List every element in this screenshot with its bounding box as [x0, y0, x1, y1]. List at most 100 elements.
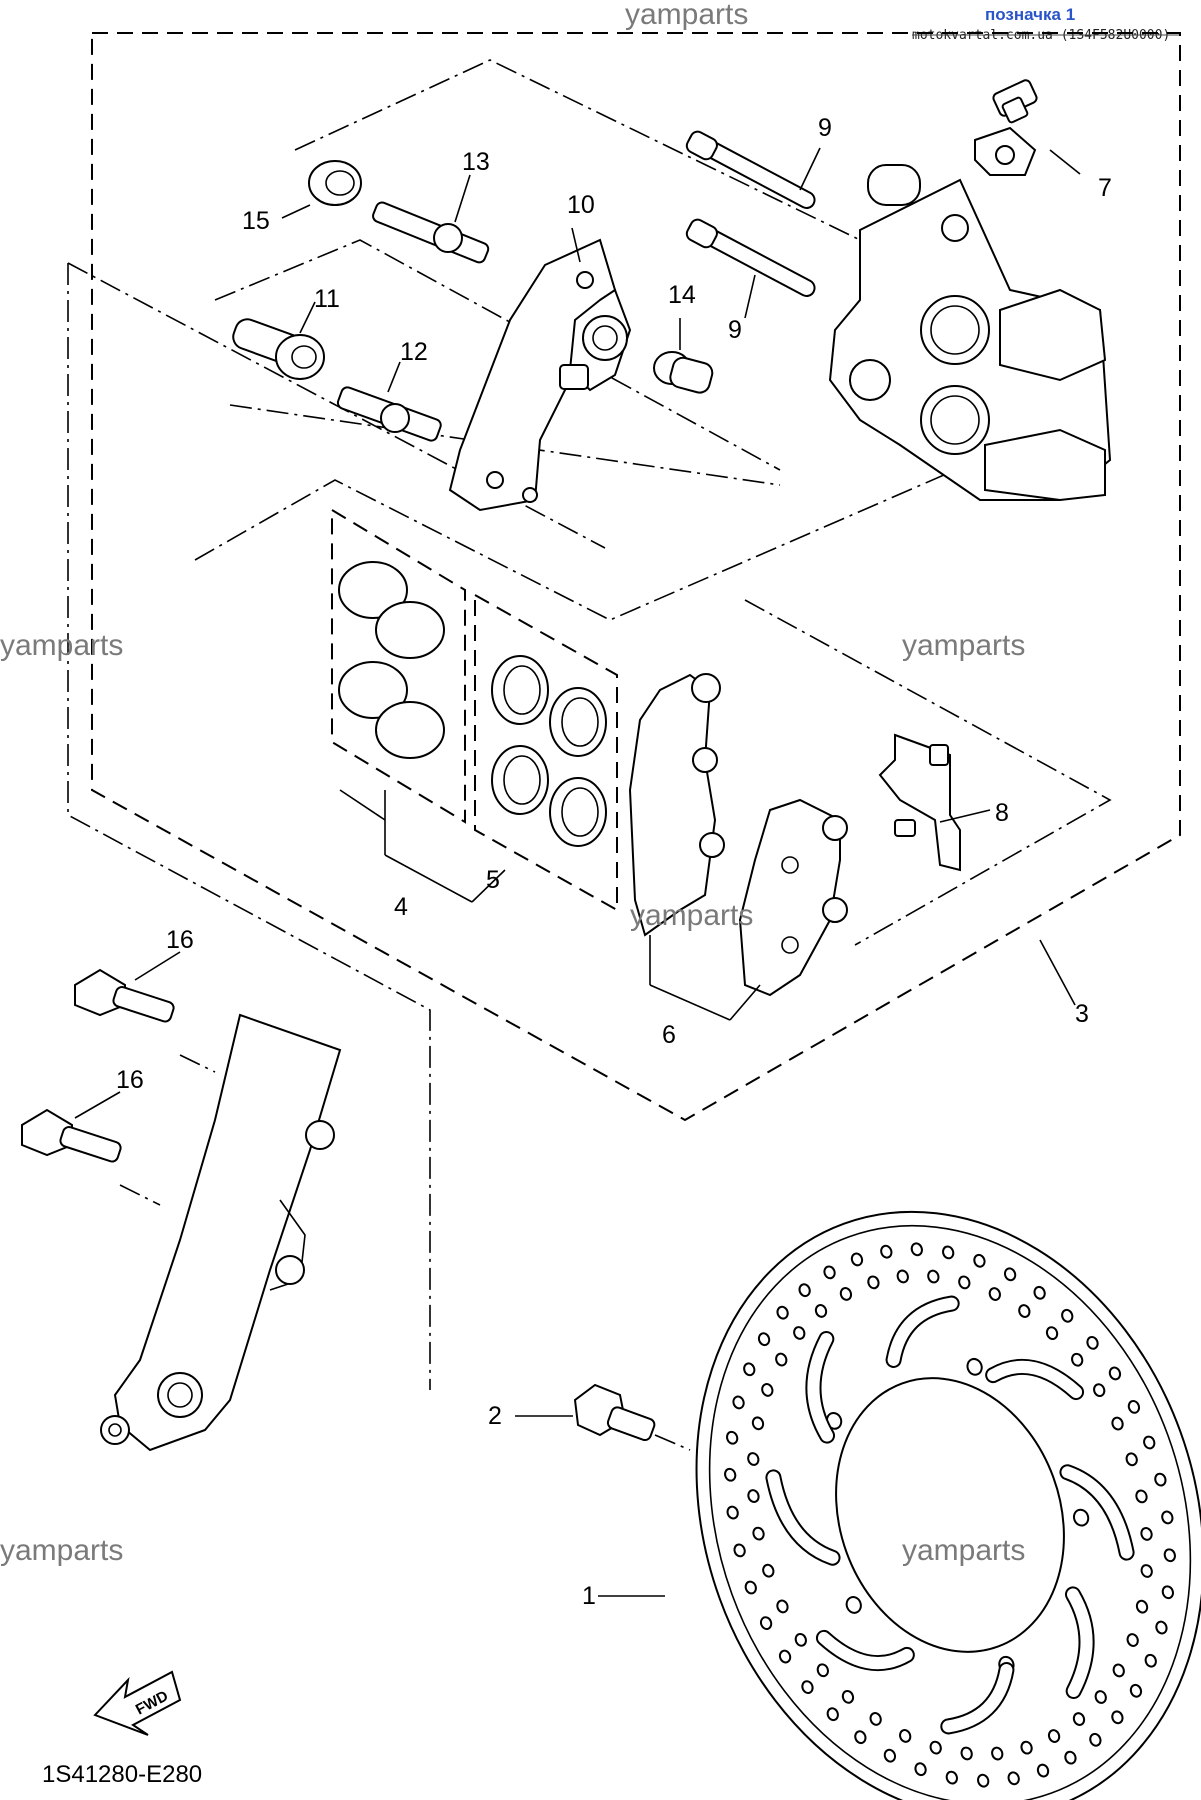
disc-slot [1061, 1466, 1133, 1559]
disc-hole [1036, 1763, 1050, 1778]
callout-9-lower: 9 [728, 316, 742, 344]
caliper-assembly-outline [91, 32, 1181, 1122]
disc-hole [752, 1526, 765, 1541]
callout-8: 8 [995, 799, 1009, 827]
watermark-left-lower: yamparts [0, 1534, 123, 1567]
disc-hole [778, 1649, 792, 1664]
disc-hole [1125, 1452, 1138, 1467]
disc-hole [798, 1283, 811, 1298]
callout-14: 14 [668, 281, 696, 309]
disc-hole [733, 1543, 746, 1558]
disc-hole [751, 1416, 765, 1431]
disc-hole [1111, 1710, 1124, 1725]
disc-hole [1007, 1771, 1020, 1786]
diagram-code: 1S41280-E280 [42, 1761, 202, 1788]
disc-hole [942, 1245, 955, 1260]
bolt-16-lower [21, 1108, 122, 1163]
bolt-guide-mid [214, 239, 781, 471]
disc-hole [794, 1632, 807, 1647]
disc-hole [988, 1287, 1001, 1301]
pad-assembly-guide [67, 263, 431, 1390]
sleeve-14 [653, 351, 714, 394]
caliper-body [828, 164, 1112, 502]
leader-lines [74, 147, 1081, 1597]
boot-11 [232, 318, 325, 380]
disc-hole [747, 1452, 760, 1466]
disc-hole [762, 1563, 775, 1578]
disc-slot [987, 1360, 1083, 1399]
pad-assembly-guide-2 [67, 262, 606, 549]
disc-hole [776, 1305, 789, 1320]
disc-hole [1143, 1435, 1156, 1450]
disc-hole [1064, 1750, 1077, 1765]
disc-hole [945, 1770, 958, 1785]
disc-hole [1144, 1653, 1157, 1668]
callout-12: 12 [400, 338, 428, 366]
boot-15 [308, 160, 362, 206]
bolt-13 [372, 201, 490, 264]
disc-hole [1140, 1564, 1153, 1578]
disc-hole [1071, 1352, 1084, 1367]
disc-hole [1135, 1599, 1149, 1614]
disc-mount-hole [845, 1596, 862, 1614]
caliper-pin-lower [685, 218, 816, 297]
disc-bolt [573, 1383, 656, 1442]
front-fork-leg [100, 1013, 342, 1452]
callout-7: 7 [1098, 174, 1112, 202]
disc-slot [942, 1664, 1013, 1733]
seal-kit-box [474, 593, 618, 912]
disc-hole [1161, 1585, 1174, 1600]
disc-hole [854, 1730, 867, 1745]
disc-hole [1086, 1335, 1099, 1350]
disc-hole [1003, 1267, 1017, 1282]
disc-hole [896, 1269, 909, 1284]
caliper-bracket [448, 238, 632, 512]
disc-hole [759, 1616, 773, 1631]
disc-slot [887, 1297, 958, 1366]
callout-6: 6 [662, 1021, 676, 1049]
watermark-center: yamparts [630, 899, 753, 932]
disc-mount-hole [966, 1357, 983, 1376]
disc-hole [1045, 1326, 1059, 1341]
disc-hole [977, 1773, 990, 1788]
disc-slot [767, 1471, 839, 1564]
disc-hole [1129, 1683, 1143, 1698]
brake-disc [695, 1210, 1201, 1800]
disc-hole [1155, 1620, 1168, 1635]
disc-hole [1108, 1366, 1122, 1381]
watermark-top: yamparts [625, 0, 748, 31]
disc-hole [991, 1746, 1004, 1761]
callout-13: 13 [462, 148, 490, 176]
fwd-arrow-icon: FWD [93, 1670, 182, 1736]
disc-hole [1135, 1489, 1148, 1504]
disc-hole [826, 1707, 839, 1722]
disc-hole [910, 1242, 923, 1257]
callout-3: 3 [1075, 1000, 1089, 1028]
disc-hole [776, 1599, 789, 1614]
piston-upper [338, 561, 445, 659]
disc-hole [726, 1505, 739, 1520]
disc-hole [726, 1430, 739, 1445]
disc-hole [1093, 1383, 1106, 1398]
caliper-pin-upper [685, 130, 816, 209]
callout-16-upper: 16 [166, 926, 194, 954]
disc-hole [757, 1332, 771, 1347]
disc-hole [1020, 1740, 1033, 1755]
disc-hole [1018, 1304, 1031, 1318]
pad-guide [744, 599, 1112, 946]
callout-15: 15 [242, 207, 270, 235]
disc-hole [1061, 1308, 1074, 1323]
disc-hole [929, 1740, 942, 1755]
disc-hole [867, 1275, 880, 1290]
bolt-16-upper [74, 968, 175, 1023]
callout-2: 2 [488, 1402, 502, 1430]
disc-hole [973, 1253, 986, 1268]
disc-hole [816, 1663, 829, 1678]
disc-hole [958, 1275, 971, 1290]
piston-guide [194, 454, 991, 621]
disc-hole [880, 1244, 893, 1259]
disc-hole [960, 1746, 973, 1761]
disc-hole [823, 1265, 836, 1280]
callout-10: 10 [567, 191, 595, 219]
